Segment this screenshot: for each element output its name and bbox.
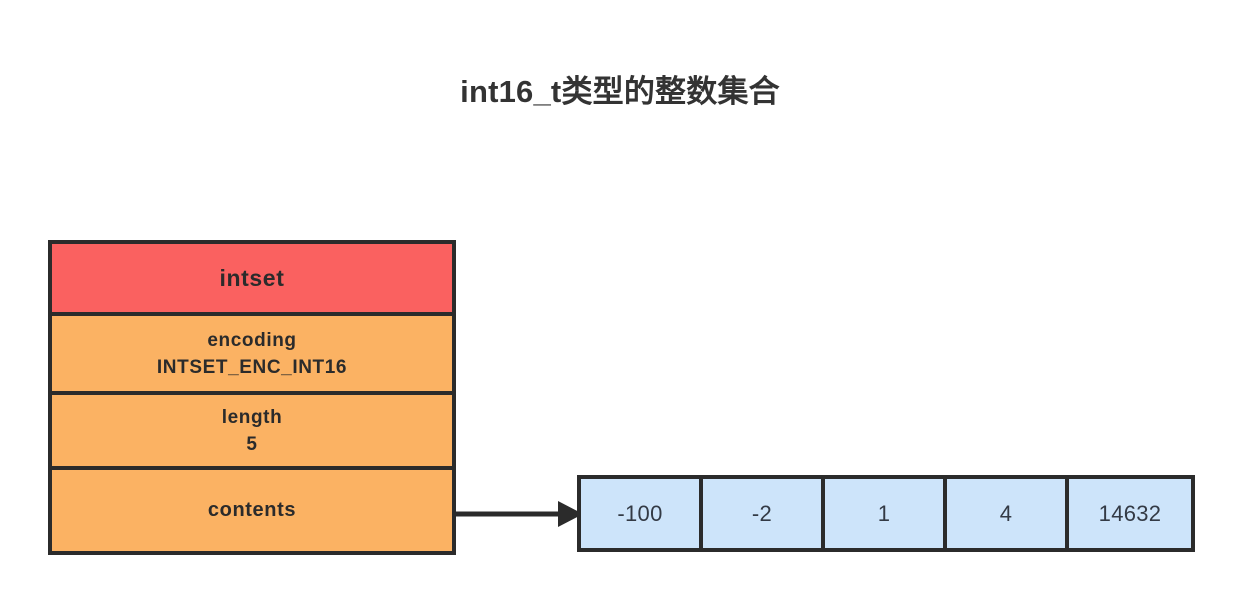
array-cell: -2 — [703, 479, 825, 548]
length-field-value: 5 — [246, 433, 258, 455]
encoding-field-name: encoding — [207, 329, 297, 351]
array-cell: 1 — [825, 479, 947, 548]
struct-type-label: intset — [219, 264, 285, 291]
struct-field-length: length 5 — [52, 395, 452, 470]
array-cell: -100 — [581, 479, 703, 548]
struct-field-contents: contents — [52, 470, 452, 551]
contents-pointer-arrow-icon — [456, 501, 583, 527]
struct-header-row: intset — [52, 244, 452, 316]
contents-field-name: contents — [207, 499, 297, 521]
array-cell: 4 — [947, 479, 1069, 548]
array-cell: 14632 — [1069, 479, 1191, 548]
contents-array: -100 -2 1 4 14632 — [577, 475, 1195, 552]
encoding-field-value: INTSET_ENC_INT16 — [156, 356, 348, 378]
intset-struct-box: intset encoding INTSET_ENC_INT16 length … — [48, 240, 456, 555]
struct-field-encoding: encoding INTSET_ENC_INT16 — [52, 316, 452, 395]
length-field-name: length — [221, 406, 283, 428]
page-title: int16_t类型的整数集合 — [460, 74, 780, 109]
